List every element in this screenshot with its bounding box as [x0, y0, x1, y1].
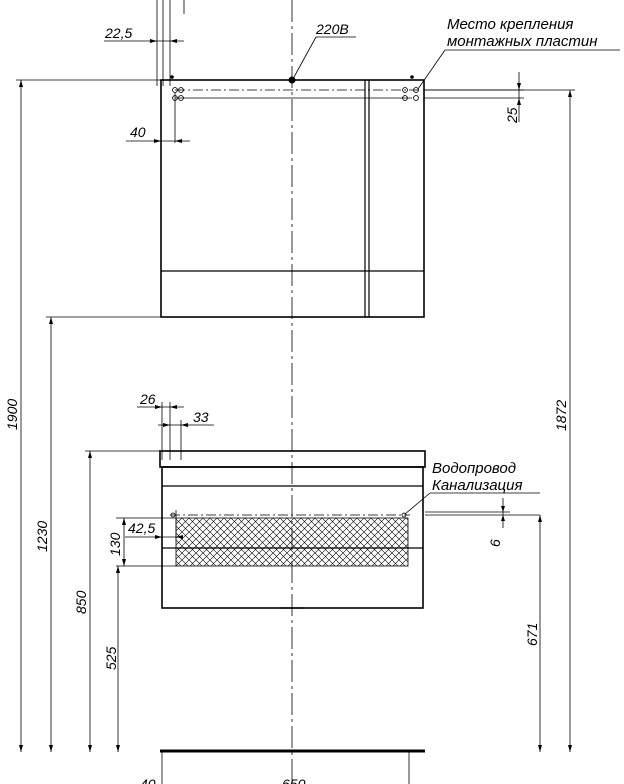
dim-22-5-label: 22,5 [104, 25, 132, 41]
power-leader-line [293, 36, 317, 78]
dimension-1872: 1872 [424, 89, 575, 752]
mounting-hole [410, 75, 414, 79]
power-label: 220В [315, 21, 349, 37]
mounting-hole [402, 95, 408, 101]
mounting-hole [178, 87, 184, 93]
dimension-525: 525 [103, 566, 120, 752]
mounting-note-leader [417, 49, 446, 90]
dimension-22-5: 22,5 [104, 0, 185, 86]
vanity-top [159, 450, 426, 468]
mounting-hole [178, 95, 184, 101]
mounting-hole [402, 87, 408, 93]
power-outlet-point [288, 76, 296, 84]
mounting-hole [170, 75, 174, 79]
mounting-note-line2: монтажных пластин [447, 33, 597, 50]
utility-note-leader [404, 492, 431, 515]
dimension-1230: 1230 [34, 316, 161, 752]
dimension-6: 6 [425, 498, 540, 547]
mounting-note-line1: Место крепления [447, 16, 573, 33]
water-point [170, 512, 176, 518]
mirror-cabinet-outline [160, 79, 425, 318]
dim-1900-label: 1900 [4, 399, 20, 430]
dimension-130: 130 [107, 517, 176, 567]
mounting-hole [172, 87, 178, 93]
dim-1872-label: 1872 [553, 400, 569, 431]
dimension-25: 25 [424, 72, 524, 124]
dim-650-label: 650 [282, 776, 306, 784]
dim-42-5-label: 42,5 [128, 520, 155, 536]
dim-130-label: 130 [107, 532, 123, 556]
water-supply-label: Водопровод [432, 460, 516, 477]
dim-40-bottom-label: 40 [140, 776, 156, 784]
mounting-hole [413, 95, 419, 101]
dim-671-label: 671 [524, 623, 540, 646]
dim-25-label: 25 [504, 107, 520, 124]
vanity-unit [159, 450, 426, 753]
bottom-dimensions: 40 650 [140, 752, 410, 784]
mirror-cabinet [160, 75, 425, 318]
dimension-26-33: 26 33 [137, 391, 214, 460]
dim-26-label: 26 [139, 391, 156, 407]
dim-850-label: 850 [73, 590, 89, 614]
dimension-1900: 1900 [4, 80, 23, 752]
dim-33-label: 33 [193, 409, 209, 425]
sewer-label: Канализация [432, 477, 523, 494]
dimension-671: 671 [524, 515, 542, 752]
dim-6-label: 6 [487, 539, 503, 547]
dim-40-top-label: 40 [130, 124, 146, 140]
dimension-850: 850 [73, 450, 160, 752]
dimension-42-5: 42,5 [125, 510, 183, 540]
dim-525-label: 525 [103, 646, 119, 670]
dim-1230-label: 1230 [34, 521, 50, 552]
dimension-40-top: 40 [126, 93, 190, 143]
mounting-hole [413, 87, 419, 93]
utility-zone [175, 517, 409, 567]
water-point [401, 512, 407, 518]
